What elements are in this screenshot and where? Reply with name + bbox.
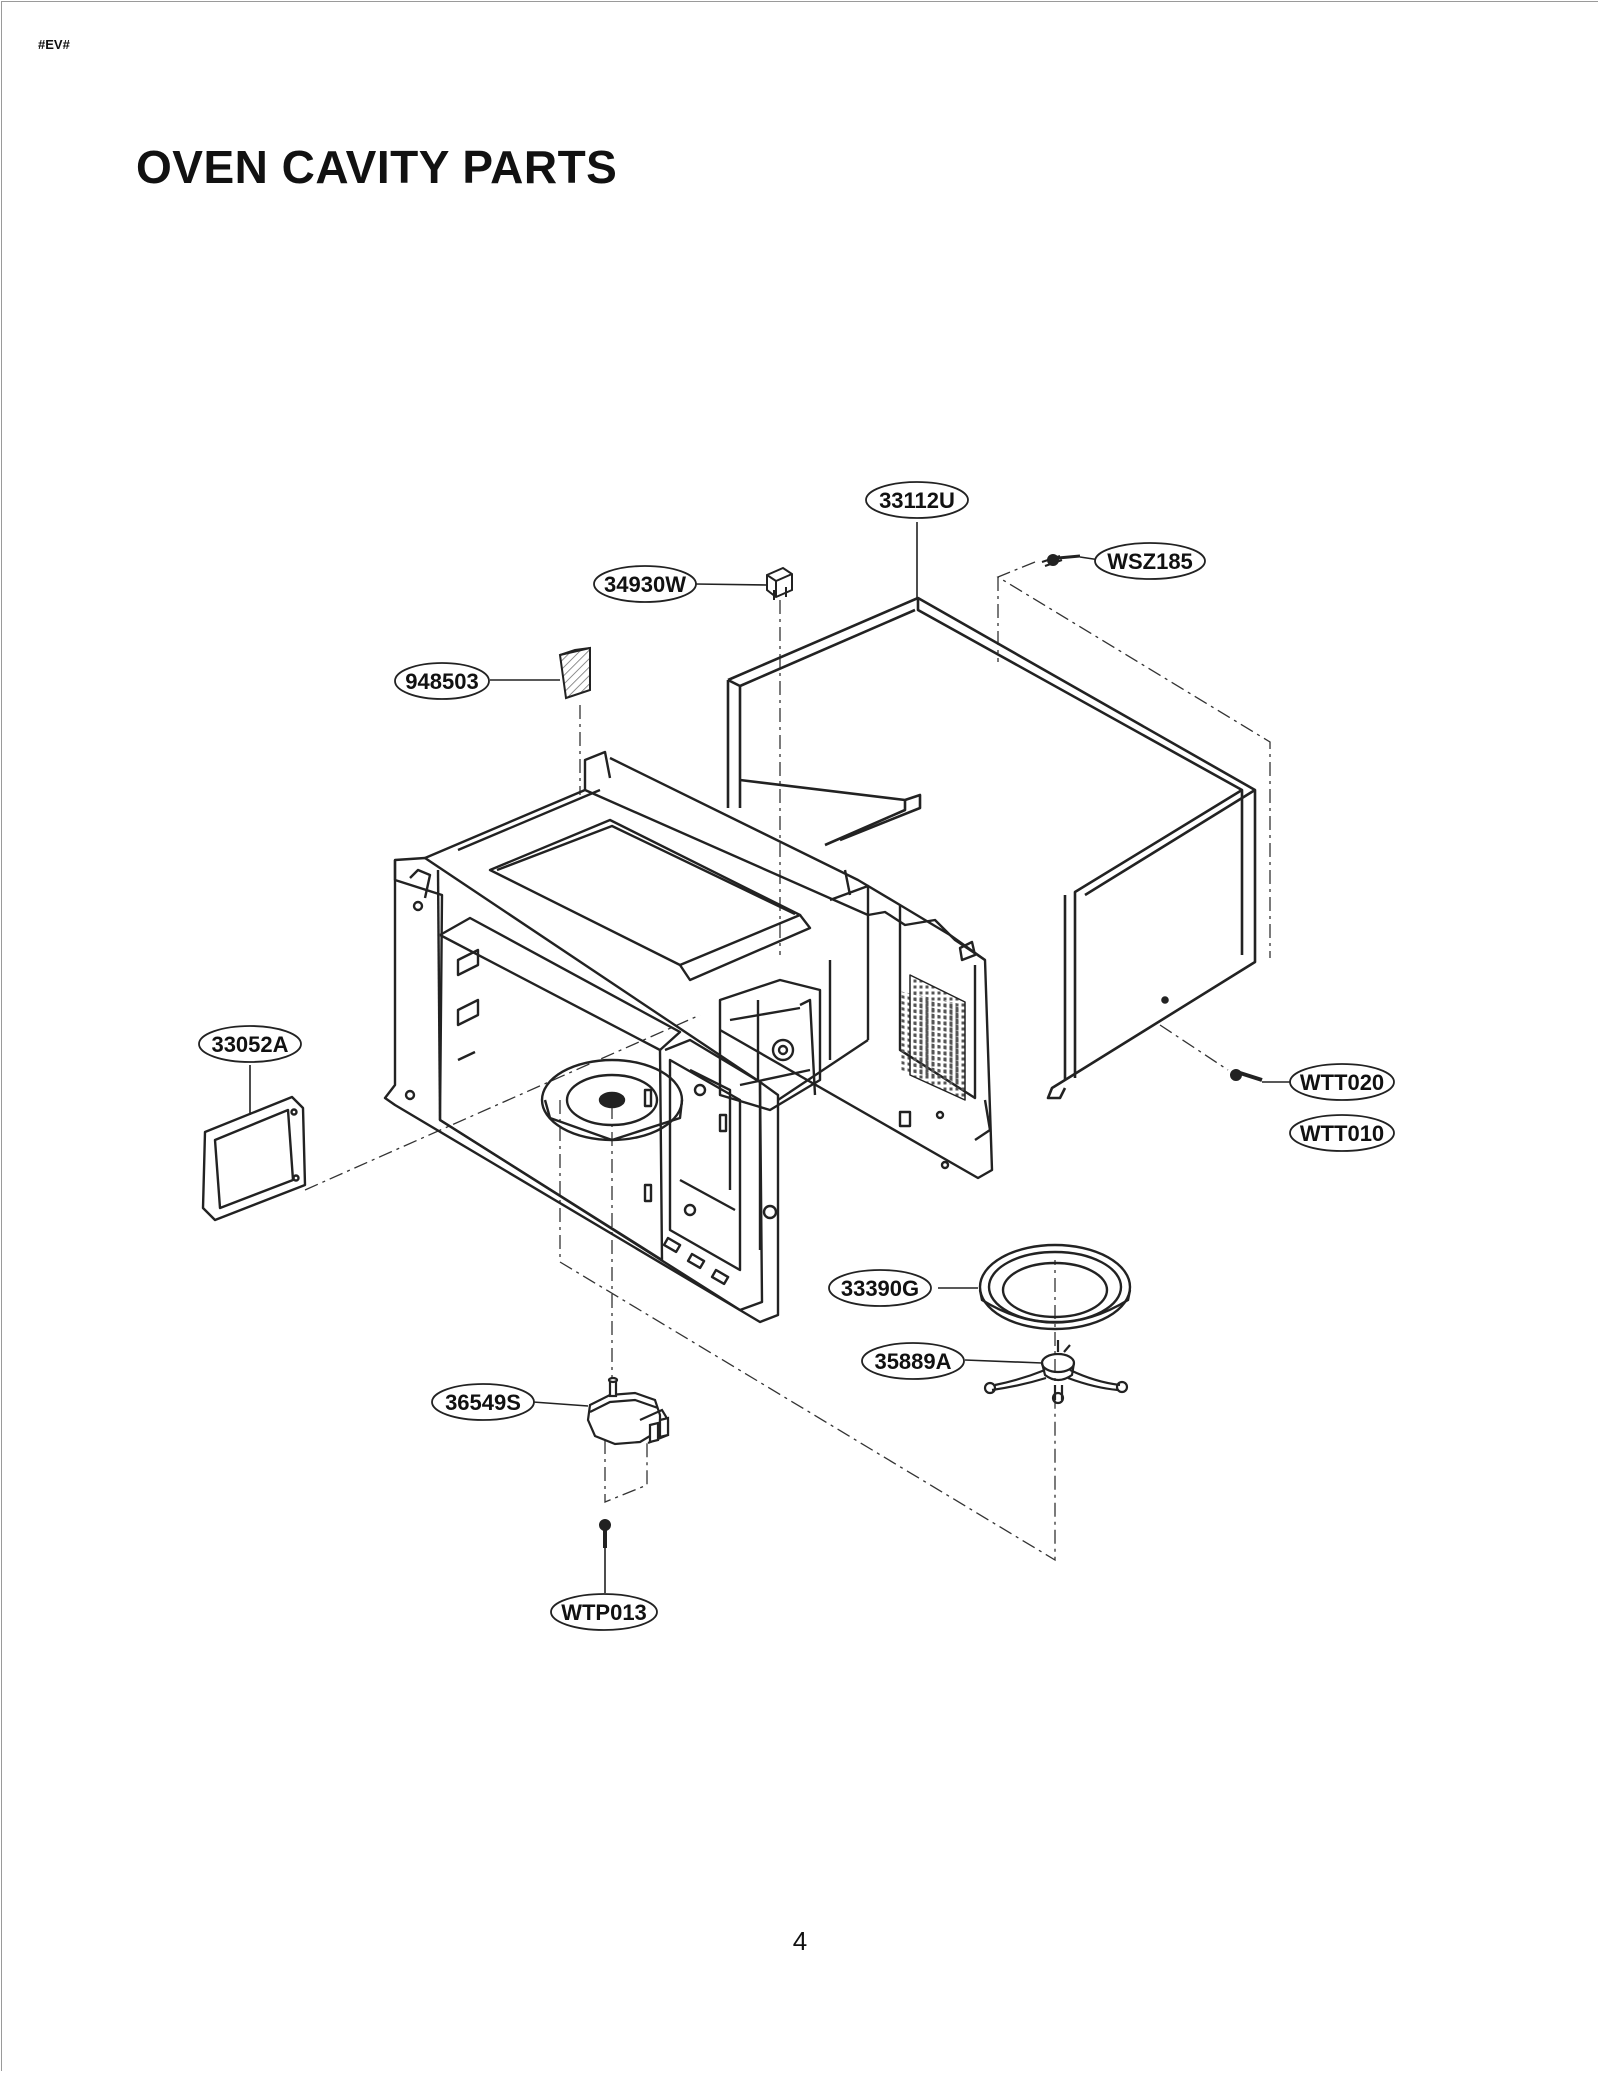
waveguide-cover-drawing (201, 1095, 307, 1222)
guide-cover (304, 1014, 701, 1191)
guide-lines (304, 561, 1271, 1562)
part-label-WTT020: WTT020 (1289, 1063, 1395, 1101)
part-label-WSZ185: WSZ185 (1094, 542, 1206, 580)
part-label-34930W: 34930W (593, 565, 697, 603)
svg-text:35889A: 35889A (874, 1349, 951, 1374)
case-screw-drawing (1041, 554, 1081, 567)
guide-back-screw (1159, 1024, 1229, 1071)
part-label-36549S: 36549S (431, 1383, 535, 1421)
outer-case-drawing (726, 596, 1257, 1100)
lamp-socket-drawing (766, 566, 793, 600)
guide-motor-screw (604, 1430, 648, 1503)
page-title: OVEN CAVITY PARTS (136, 141, 618, 193)
svg-text:36549S: 36549S (445, 1390, 521, 1415)
svg-text:948503: 948503 (405, 669, 478, 694)
svg-text:33052A: 33052A (211, 1032, 288, 1057)
part-label-35889A: 35889A (861, 1342, 965, 1380)
oven-cavity-drawing (383, 750, 994, 1324)
part-label-948503: 948503 (394, 662, 490, 700)
glass-tray-drawing (978, 1243, 1132, 1331)
leader-lines (249, 522, 1290, 1593)
part-label-WTP013: WTP013 (550, 1593, 658, 1631)
svg-text:WTP013: WTP013 (561, 1600, 647, 1625)
svg-text:34930W: 34930W (604, 572, 686, 597)
svg-text:WSZ185: WSZ185 (1107, 549, 1193, 574)
turntable-motor-drawing (586, 1376, 670, 1446)
guide-case-top (996, 561, 1271, 958)
part-label-33112U: 33112U (865, 481, 969, 519)
document-code-mark: #EV# (38, 37, 70, 52)
insulator-pad-drawing (558, 646, 591, 700)
svg-text:WTT010: WTT010 (1300, 1121, 1384, 1146)
part-label-33390G: 33390G (828, 1269, 932, 1307)
part-label-WTT010: WTT010 (1289, 1114, 1395, 1152)
roller-guide-drawing (983, 1340, 1129, 1405)
svg-text:33390G: 33390G (841, 1276, 919, 1301)
page-number: 4 (792, 1926, 808, 1956)
svg-text:33112U: 33112U (879, 488, 955, 513)
back-screw-drawing (1230, 1069, 1263, 1082)
motor-screw-drawing (599, 1519, 611, 1548)
guide-cavity-left (559, 1100, 1056, 1562)
part-label-33052A: 33052A (198, 1025, 302, 1063)
svg-text:WTT020: WTT020 (1300, 1070, 1384, 1095)
